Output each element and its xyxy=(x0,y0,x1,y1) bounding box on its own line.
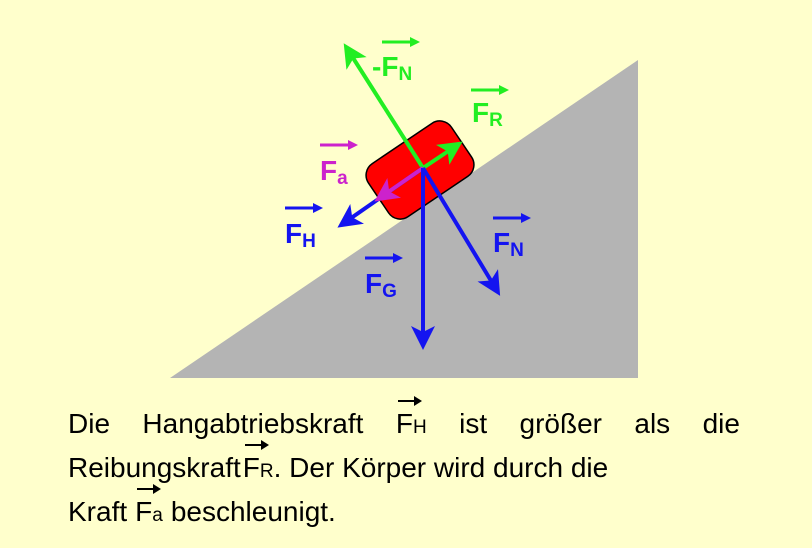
vector-fr: FR xyxy=(243,440,274,492)
word: Die xyxy=(68,408,111,439)
svg-text:FN: FN xyxy=(493,227,524,261)
word: beschleunigt. xyxy=(170,496,336,527)
word: größer xyxy=(519,408,602,439)
label-fa: Fa xyxy=(320,140,358,189)
svg-text:Fa: Fa xyxy=(320,155,348,189)
svg-text:FR: FR xyxy=(472,97,503,131)
label-neg-fn: -FN xyxy=(372,37,420,85)
arrow-fr xyxy=(421,141,463,170)
arrow-neg-fn xyxy=(343,43,425,170)
svg-text:FH: FH xyxy=(285,218,316,252)
word: Hangabtriebskraft xyxy=(142,408,364,439)
word: die xyxy=(702,408,740,439)
vector-fh: FH xyxy=(396,396,427,448)
vector-fa: Fa xyxy=(135,484,163,536)
label-fr: FR xyxy=(471,85,509,131)
arrow-fa xyxy=(374,166,425,202)
word: Kraft xyxy=(68,496,128,527)
svg-text:FG: FG xyxy=(365,268,397,302)
label-fg: FG xyxy=(365,253,403,302)
text-line-3: Kraft Fa beschleunigt. xyxy=(68,484,740,536)
sentence-rest: . Der Körper wird durch die xyxy=(273,452,609,483)
label-fh: FH xyxy=(285,203,323,252)
explanation-text: Die Hangabtriebskraft FH ist größer als … xyxy=(68,396,740,536)
label-fn: FN xyxy=(493,213,531,261)
word: als xyxy=(634,408,671,439)
text-line-1: Die Hangabtriebskraft FH ist größer als … xyxy=(68,396,740,448)
arrow-fn xyxy=(421,166,501,296)
word: Reibungskraft xyxy=(68,452,241,483)
word: ist xyxy=(459,408,488,439)
svg-text:-FN: -FN xyxy=(372,51,412,85)
